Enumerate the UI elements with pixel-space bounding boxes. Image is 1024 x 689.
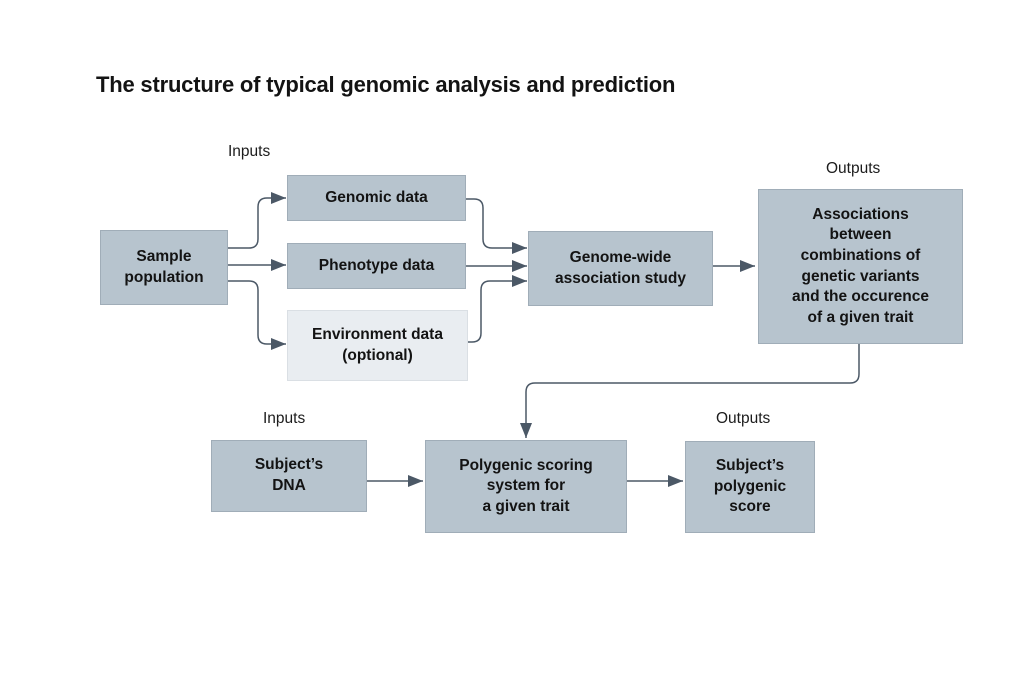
node-polygenic-scoring-system: Polygenic scoring system for a given tra… [425,440,627,533]
connector-associations-to-polygenic-system [520,344,860,438]
node-genome-wide-association-study: Genome-wide association study [528,231,713,306]
connector-sample-to-genomic [228,192,286,249]
node-environment-data: Environment data (optional) [287,310,468,381]
node-subject-dna: Subject’s DNA [211,440,367,512]
section-label-inputs-bottom: Inputs [263,410,306,427]
section-label-outputs-top: Outputs [826,160,881,177]
node-subject-polygenic-score: Subject’s polygenic score [685,441,815,533]
section-label-inputs-top: Inputs [228,143,271,160]
node-sample-population: Sample population [100,230,228,305]
connector-environment-to-gwas [468,275,527,343]
node-genomic-data: Genomic data [287,175,466,221]
section-label-outputs-bottom: Outputs [716,410,771,427]
page-title: The structure of typical genomic analysi… [96,72,676,97]
connector-genomic-to-gwas [466,198,527,254]
node-associations-output: Associations between combinations of gen… [758,189,963,344]
connector-sample-to-environment [228,280,286,350]
node-phenotype-data: Phenotype data [287,243,466,289]
